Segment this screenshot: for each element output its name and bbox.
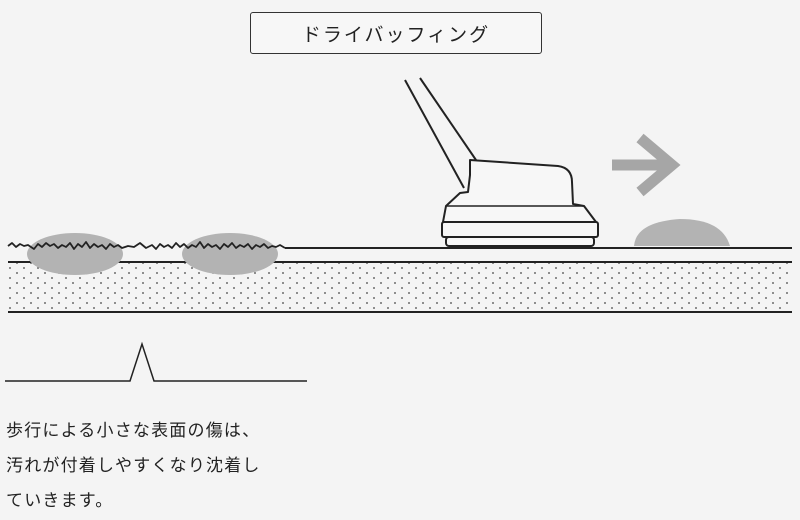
machine-body bbox=[442, 159, 597, 223]
machine-handle-inner bbox=[419, 77, 477, 161]
caption-line-1: 歩行による小さな表面の傷は、 bbox=[6, 421, 261, 441]
removed-dirt-pile bbox=[634, 219, 730, 246]
floor-cross-section bbox=[8, 247, 792, 313]
damaged-surface bbox=[7, 233, 286, 275]
scratch-profile-line bbox=[5, 341, 307, 382]
buffing-machine-icon bbox=[404, 77, 599, 247]
machine-handle-outer bbox=[404, 79, 465, 189]
diagram-title-box: ドライバッフィング bbox=[250, 12, 542, 54]
scratched-surface-line bbox=[7, 241, 286, 250]
machine-base-plate bbox=[441, 221, 599, 238]
dotted-floor-layer bbox=[8, 262, 792, 312]
dirt-deposit-right bbox=[182, 233, 278, 275]
dirt-deposit-left bbox=[27, 233, 123, 275]
caption-text: 歩行による小さな表面の傷は、 汚れが付着しやすくなり沈着し ていきます。 bbox=[6, 414, 366, 519]
caption-line-3: ていきます。 bbox=[6, 491, 114, 511]
diagram-title: ドライバッフィング bbox=[301, 23, 491, 46]
caption-line-2: 汚れが付着しやすくなり沈着し bbox=[6, 456, 261, 476]
right-arrow-icon bbox=[612, 133, 681, 197]
machine-buffing-pad bbox=[445, 236, 595, 247]
